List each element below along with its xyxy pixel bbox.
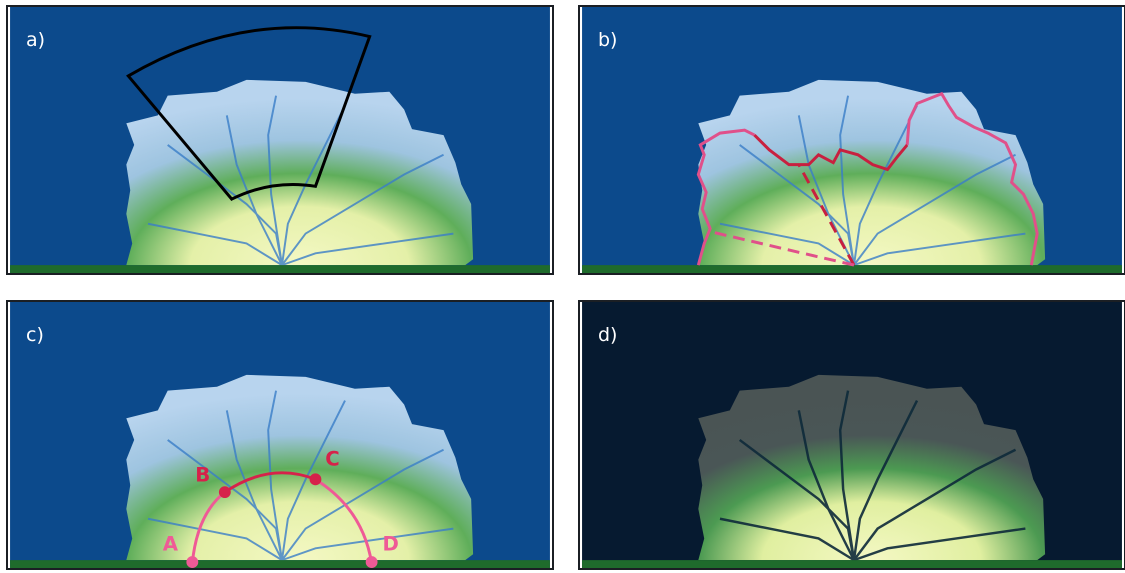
channel-network xyxy=(147,390,454,562)
boundary-red xyxy=(753,134,909,172)
point-b-label: B xyxy=(195,463,210,486)
shoreline xyxy=(582,265,1122,273)
point-d-marker xyxy=(365,556,378,568)
sector-outline xyxy=(126,26,372,201)
panel-label: c) xyxy=(26,324,44,346)
point-a-label: A xyxy=(163,532,179,555)
point-b-marker xyxy=(218,486,231,499)
panel-c-image: A B C D xyxy=(10,302,550,568)
panel-a-image xyxy=(10,7,550,273)
channel-network xyxy=(719,390,1026,562)
panel-b-image xyxy=(582,7,1122,273)
panel-d: d) xyxy=(578,300,1125,570)
boundary-pink xyxy=(696,91,1039,266)
arc-inner xyxy=(224,471,317,494)
panel-d-image xyxy=(582,302,1122,568)
panel-c: A B C D c) xyxy=(6,300,554,570)
shoreline xyxy=(582,560,1122,568)
shoreline xyxy=(10,560,550,568)
point-c-label: C xyxy=(325,448,339,471)
arc-outer-right xyxy=(314,478,374,564)
shoreline xyxy=(10,265,550,273)
panel-a: a) xyxy=(6,5,554,275)
channel-network xyxy=(719,95,1026,267)
delta-area xyxy=(126,79,474,266)
delta-area xyxy=(698,79,1046,266)
dashed-line-light xyxy=(709,230,855,267)
point-d-label: D xyxy=(382,532,398,555)
arc-outer-left xyxy=(190,490,226,564)
delta-area xyxy=(126,374,474,561)
panel-label: a) xyxy=(26,29,46,51)
delta-area xyxy=(698,374,1046,561)
panel-b: b) xyxy=(578,5,1125,275)
point-a-marker xyxy=(186,556,199,568)
panel-label: b) xyxy=(598,29,618,51)
dashed-line-dark xyxy=(797,163,856,266)
point-c-marker xyxy=(309,473,322,486)
panel-label: d) xyxy=(598,324,618,346)
